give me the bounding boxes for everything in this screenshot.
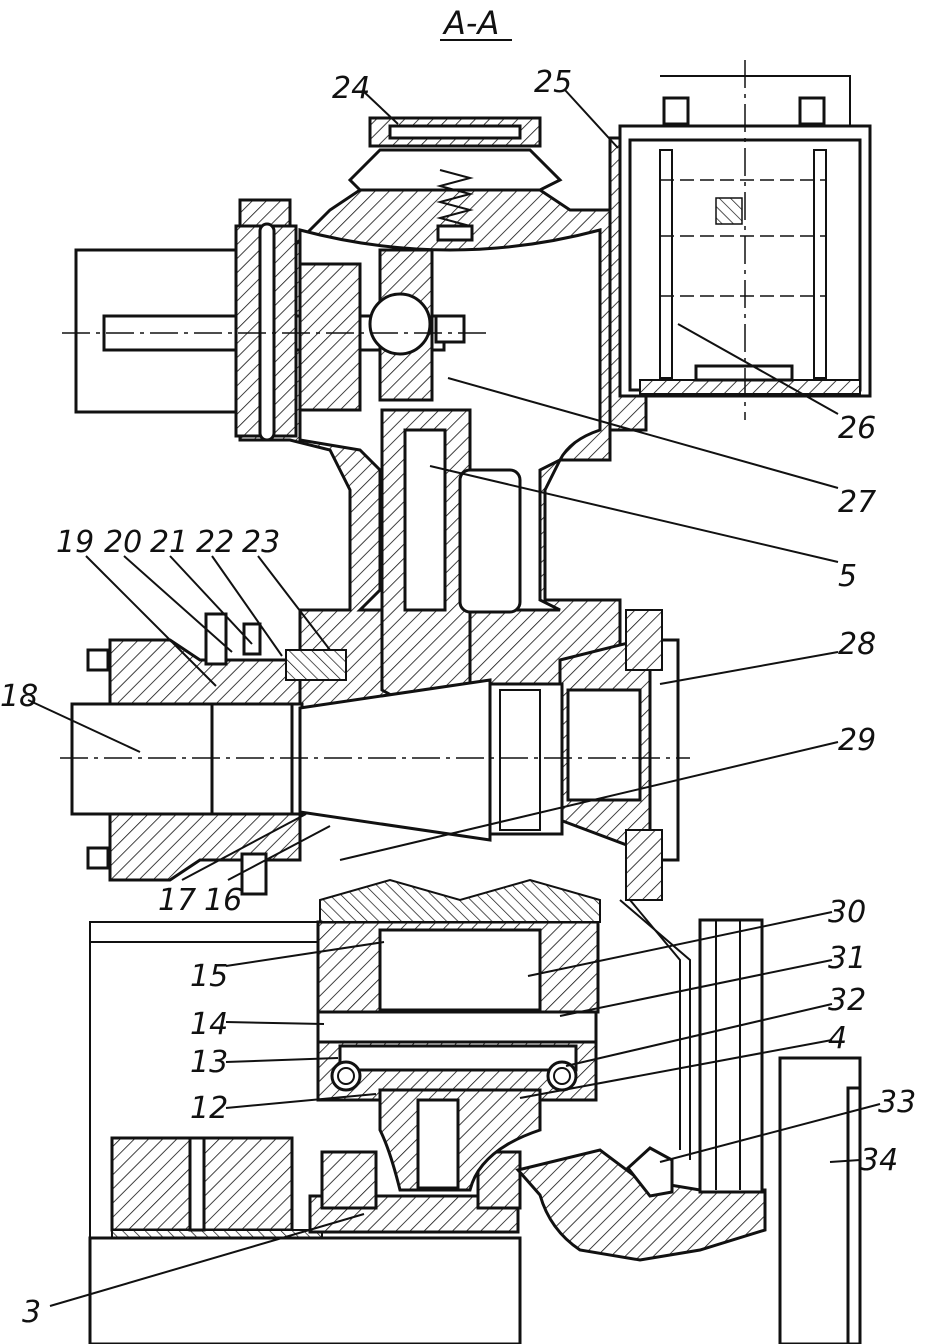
section-title: A-A: [442, 4, 499, 42]
label-17: 17: [158, 883, 196, 918]
label-15: 15: [190, 959, 228, 994]
label-4: 4: [828, 1021, 847, 1056]
label-19: 19: [56, 525, 94, 560]
electromagnet-25-26: [608, 60, 872, 432]
upper-drive-shaft: [62, 222, 490, 442]
label-25: 25: [534, 65, 572, 100]
label-16: 16: [204, 883, 242, 918]
label-20: 20: [104, 525, 142, 560]
column-34: [778, 1056, 862, 1344]
label-34: 34: [860, 1143, 898, 1178]
side-cover-28: [558, 609, 691, 1160]
label-28: 28: [838, 627, 876, 662]
label-14: 14: [190, 1007, 228, 1042]
label-13: 13: [190, 1045, 228, 1080]
label-30: 30: [828, 895, 866, 930]
support-bracket: [515, 918, 767, 1262]
label-leaders: [27, 89, 881, 1307]
label-29: 29: [838, 723, 876, 758]
label-26: 26: [838, 411, 876, 446]
top-cover-24: [347, 116, 563, 242]
label-5: 5: [838, 559, 857, 594]
label-31: 31: [828, 941, 866, 976]
label-27: 27: [838, 485, 876, 520]
part-labels: 24 25 26 27 5 28 29 30 31 32 4 33 34 15 …: [0, 65, 916, 1330]
label-12: 12: [190, 1091, 228, 1126]
label-33: 33: [878, 1085, 916, 1120]
output-shaft-18: [60, 612, 690, 896]
label-3: 3: [22, 1295, 41, 1330]
label-22: 22: [196, 525, 234, 560]
base-frame: [88, 921, 522, 1344]
label-18: 18: [0, 679, 38, 714]
label-23: 23: [242, 525, 280, 560]
label-32: 32: [828, 983, 866, 1018]
lower-gear-housing: [316, 878, 601, 1192]
label-21: 21: [150, 525, 188, 560]
label-24: 24: [332, 71, 370, 106]
